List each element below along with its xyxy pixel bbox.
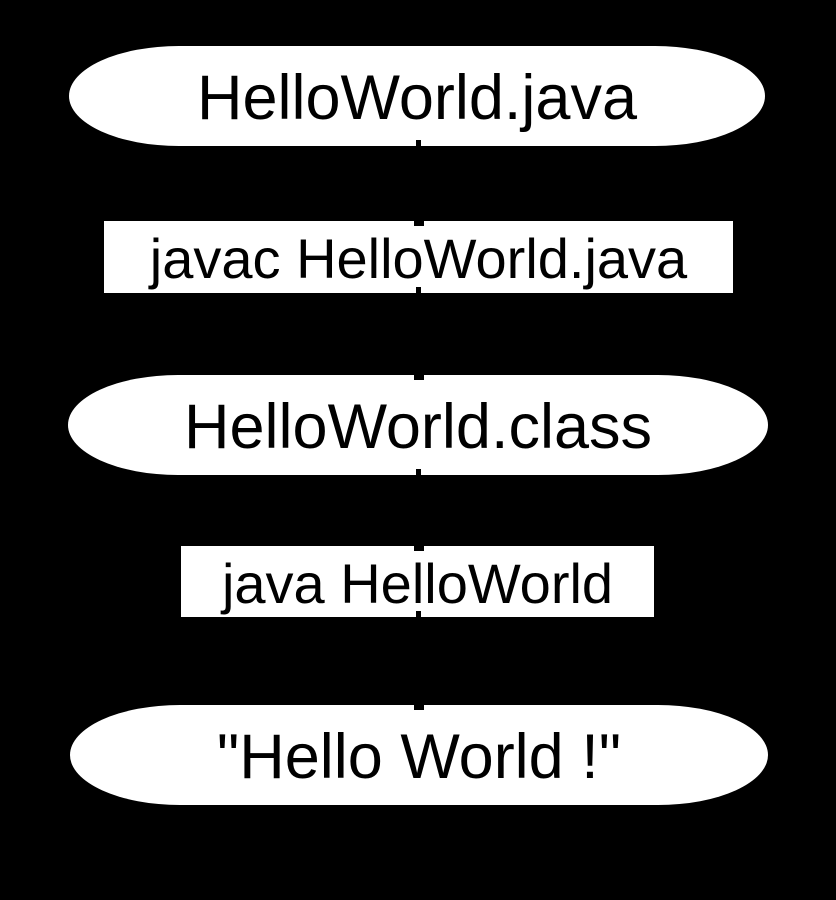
arrowhead-remnant <box>414 546 424 551</box>
node-helloworld-class: HelloWorld.class <box>68 375 768 475</box>
edge-line-remnant <box>416 469 421 475</box>
node-java-command-label: java HelloWorld <box>221 551 614 615</box>
node-helloworld-class-label: HelloWorld.class <box>184 391 652 462</box>
node-hello-world-output: "Hello World !" <box>70 705 768 805</box>
node-hello-world-output-label: "Hello World !" <box>216 721 622 792</box>
node-java-command: java HelloWorld <box>181 546 654 617</box>
arrowhead-remnant <box>414 705 424 710</box>
node-helloworld-java: HelloWorld.java <box>69 46 765 146</box>
edge-line-remnant <box>416 140 421 146</box>
node-javac-command-label: javac HelloWorld.java <box>149 227 688 290</box>
arrowhead-remnant <box>414 375 424 380</box>
node-javac-command: javac HelloWorld.java <box>104 221 733 293</box>
edge-line-remnant <box>416 611 421 617</box>
edge-line-remnant <box>416 287 421 293</box>
node-helloworld-java-label: HelloWorld.java <box>196 62 637 133</box>
arrowhead-remnant <box>414 221 424 226</box>
